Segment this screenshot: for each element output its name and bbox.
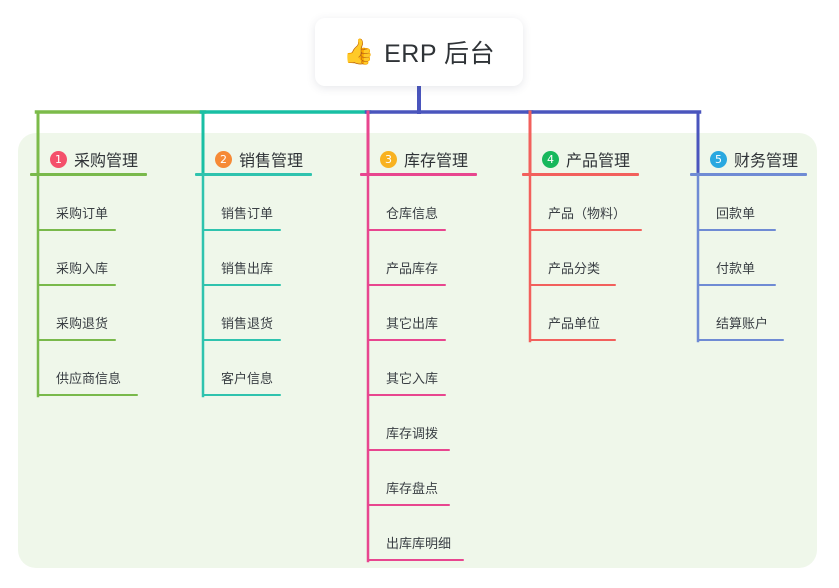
branch-leaf-rule [368, 394, 446, 396]
branch-leaf-rule [38, 284, 116, 286]
branch-header-4[interactable]: 4 产品管理 [522, 142, 659, 176]
branch-header-5[interactable]: 5 财务管理 [690, 142, 827, 176]
branch-leaf-label: 产品单位 [548, 316, 601, 331]
branch-leaf-item[interactable]: 结算账户 [690, 286, 827, 341]
branch-leaf-item[interactable]: 付款单 [690, 231, 827, 286]
branch-leaf-label: 结算账户 [716, 316, 769, 331]
branch-leaf-rule [368, 284, 446, 286]
branch-leaf-rule [698, 339, 784, 341]
branch-leaf-label: 产品库存 [386, 261, 439, 276]
branch-leaf-label: 采购订单 [56, 206, 109, 221]
branch-number-badge: 5 [710, 150, 727, 168]
branch-leaf-rule [530, 229, 642, 231]
branch-column-4: 4 产品管理产品（物料） 产品分类产品单位 [522, 142, 659, 341]
branch-leaf-item[interactable]: 其它入库 [360, 341, 497, 396]
branch-header-rule [195, 173, 312, 176]
branch-leaf-item[interactable]: 销售退货 [195, 286, 332, 341]
thumbs-up-icon: 👍 [342, 37, 375, 66]
branch-leaf-rule [38, 394, 138, 396]
branch-leaf-item[interactable]: 库存调拨 [360, 396, 497, 451]
branch-column-5: 5 财务管理回款单付款单结算账户 [690, 142, 827, 341]
branch-leaf-label: 采购入库 [56, 261, 109, 276]
branch-leaf-item[interactable]: 产品分类 [522, 231, 659, 286]
branch-leaf-rule [698, 229, 776, 231]
branch-leaf-label: 其它入库 [386, 371, 439, 386]
branch-header-rule [690, 173, 807, 176]
branch-leaf-label: 库存调拨 [386, 426, 439, 441]
branch-leaf-rule [203, 394, 281, 396]
branch-header-label: 库存管理 [404, 153, 469, 170]
branch-leaf-label: 销售退货 [221, 316, 274, 331]
branch-leaf-label: 仓库信息 [386, 206, 439, 221]
branch-leaf-item[interactable]: 供应商信息 [30, 341, 167, 396]
branch-leaf-label: 销售出库 [221, 261, 274, 276]
branch-leaf-label: 采购退货 [56, 316, 109, 331]
branch-leaf-label: 库存盘点 [386, 481, 439, 496]
branch-leaf-rule [530, 284, 616, 286]
branch-leaf-item[interactable]: 采购退货 [30, 286, 167, 341]
branch-leaf-item[interactable]: 库存盘点 [360, 451, 497, 506]
branch-header-label: 产品管理 [566, 153, 631, 170]
branch-header-3[interactable]: 3 库存管理 [360, 142, 497, 176]
branch-header-1[interactable]: 1 采购管理 [30, 142, 167, 176]
branch-column-1: 1 采购管理采购订单采购入库采购退货供应商信息 [30, 142, 167, 396]
branch-leaf-item[interactable]: 客户信息 [195, 341, 332, 396]
branch-leaf-rule [203, 339, 281, 341]
branch-leaf-item[interactable]: 其它出库 [360, 286, 497, 341]
root-node-title: ERP 后台 [384, 40, 496, 68]
branch-leaf-label: 产品分类 [548, 261, 601, 276]
branch-header-rule [30, 173, 147, 176]
branch-leaf-rule [368, 559, 464, 561]
branch-leaf-rule [38, 229, 116, 231]
branch-header-label: 销售管理 [239, 153, 304, 170]
branch-leaf-rule [698, 284, 776, 286]
branch-leaf-rule [368, 449, 450, 451]
branch-leaf-label: 销售订单 [221, 206, 274, 221]
branch-leaf-item[interactable]: 产品库存 [360, 231, 497, 286]
branch-leaf-rule [530, 339, 616, 341]
branch-leaf-item[interactable]: 采购订单 [30, 176, 167, 231]
branch-leaf-label: 其它出库 [386, 316, 439, 331]
branch-header-rule [522, 173, 639, 176]
diagram-background-panel [18, 133, 817, 568]
branch-leaf-item[interactable]: 仓库信息 [360, 176, 497, 231]
branch-leaf-item[interactable]: 出库库明细 [360, 506, 497, 561]
branch-leaf-rule [203, 229, 281, 231]
branch-leaf-label: 供应商信息 [56, 371, 122, 386]
branch-header-label: 财务管理 [734, 153, 799, 170]
branch-number-badge: 3 [380, 150, 397, 168]
branch-leaf-item[interactable]: 采购入库 [30, 231, 167, 286]
branch-leaf-item[interactable]: 产品（物料） [522, 176, 659, 231]
branch-leaf-label: 产品（物料） [548, 206, 627, 221]
branch-leaf-label: 客户信息 [221, 371, 274, 386]
branch-leaf-label: 出库库明细 [386, 536, 452, 551]
branch-leaf-label: 付款单 [716, 261, 756, 276]
branch-header-label: 采购管理 [74, 153, 139, 170]
branch-leaf-item[interactable]: 销售订单 [195, 176, 332, 231]
branch-leaf-rule [368, 504, 450, 506]
branch-leaf-rule [203, 284, 281, 286]
branch-leaf-rule [368, 339, 446, 341]
branch-header-rule [360, 173, 477, 176]
branch-number-badge: 1 [50, 150, 67, 168]
branch-column-3: 3 库存管理仓库信息产品库存其它出库其它入库库存调拨库存盘点出库库明细 [360, 142, 497, 561]
branch-column-2: 2 销售管理销售订单销售出库销售退货客户信息 [195, 142, 332, 396]
branch-number-badge: 2 [215, 150, 232, 168]
branch-leaf-item[interactable]: 回款单 [690, 176, 827, 231]
branch-header-2[interactable]: 2 销售管理 [195, 142, 332, 176]
root-node-card[interactable]: 👍 ERP 后台 [315, 18, 523, 86]
branch-leaf-item[interactable]: 销售出库 [195, 231, 332, 286]
branch-leaf-label: 回款单 [716, 206, 756, 221]
branch-number-badge: 4 [542, 150, 559, 168]
branch-leaf-rule [368, 229, 446, 231]
branch-leaf-rule [38, 339, 116, 341]
branch-leaf-item[interactable]: 产品单位 [522, 286, 659, 341]
